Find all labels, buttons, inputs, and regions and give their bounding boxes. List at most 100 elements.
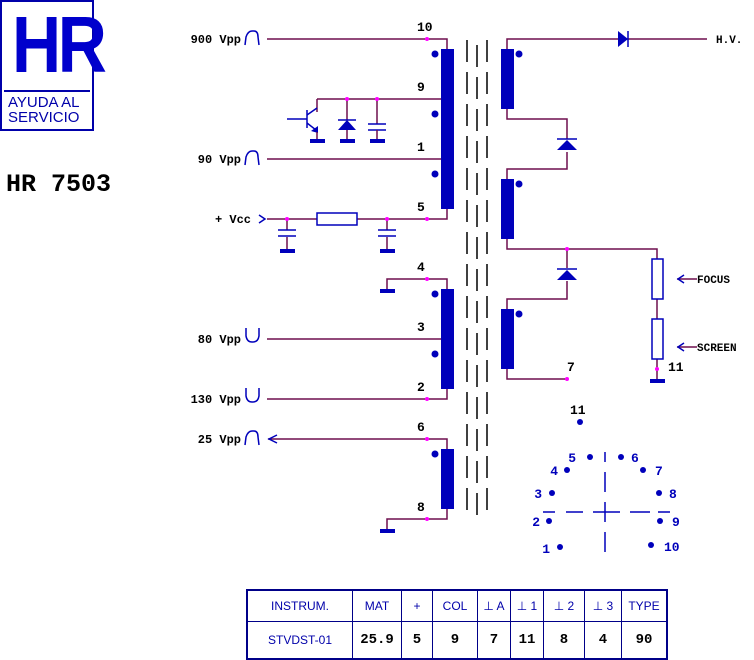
- pinout-label: 1: [542, 542, 550, 557]
- screen-potentiometer: [651, 318, 664, 360]
- input-label: 25 Vpp: [198, 433, 241, 447]
- input-label: + Vcc: [215, 213, 251, 227]
- pin-label: 9: [417, 80, 425, 95]
- value-cell: 9: [432, 621, 478, 660]
- focus-potentiometer: [651, 258, 664, 300]
- pinout-label: 11: [570, 403, 586, 418]
- wire-pin6: [268, 438, 448, 449]
- header-cell: COL: [432, 589, 478, 622]
- vcc-arrow-icon: [258, 214, 267, 224]
- diode-icon: [338, 120, 356, 130]
- windings: [431, 49, 523, 509]
- pinout-label: 6: [631, 451, 639, 466]
- primary-winding-1: [441, 49, 454, 209]
- value-cell: 8: [543, 621, 585, 660]
- value-cell: 7: [477, 621, 511, 660]
- wire-pin2: [267, 389, 448, 400]
- pinout-label: 5: [568, 451, 576, 466]
- pinout-label: 10: [664, 540, 680, 555]
- pinout-label: 8: [669, 487, 677, 502]
- spec-table-row: STVDST-01 25.9 5 9 7 11 8 4 90: [246, 621, 668, 660]
- wires: [267, 38, 707, 529]
- logo-subtitle: AYUDA AL SERVICIO: [8, 95, 79, 125]
- diode-icon: [557, 270, 577, 280]
- pinout-label: 7: [655, 464, 663, 479]
- header-cell: ⊥ 2: [543, 589, 585, 622]
- logo-mark-text: HR: [12, 0, 107, 89]
- primary-winding-2: [441, 289, 454, 389]
- model-number: HR 7503: [6, 170, 112, 199]
- pulse-up-icon: [244, 150, 260, 166]
- wire-diode-sec2: [506, 152, 568, 179]
- pin-label: 11: [668, 360, 684, 375]
- wire-pin7: [506, 369, 567, 380]
- input-labels: 900 Vpp 90 Vpp + Vcc 80 Vpp 130 Vpp 25 V…: [191, 33, 251, 447]
- waveform-icons: [244, 30, 685, 446]
- wire-pin5: [357, 209, 448, 220]
- pulse-down-icon: [245, 328, 260, 343]
- hv-diode-icon: [618, 31, 628, 47]
- junction-nodes: [285, 37, 659, 521]
- pin-label: 7: [567, 360, 575, 375]
- header-cell: ⊥ 3: [584, 589, 622, 622]
- wire-pin4: [386, 278, 448, 289]
- header-cell: +: [401, 589, 433, 622]
- wire-pin8: [386, 509, 448, 529]
- output-arrow-icon: [267, 434, 278, 444]
- capacitor-icon: [278, 229, 396, 237]
- header-cell: TYPE: [621, 589, 668, 622]
- pin-label: 6: [417, 420, 425, 435]
- pin-label: 1: [417, 140, 425, 155]
- transistor-icon: [287, 107, 318, 131]
- wire-hv: [506, 38, 707, 49]
- pinout-diagram: 11 5 4 3 2 1 6 7 8 9 10: [532, 403, 680, 557]
- pin-label: 2: [417, 380, 425, 395]
- value-cell: 4: [584, 621, 622, 660]
- header-cell: ⊥ 1: [510, 589, 544, 622]
- pulse-up-icon: [244, 30, 260, 46]
- primary-winding-3: [441, 449, 454, 509]
- logo-line-2: SERVICIO: [8, 109, 80, 126]
- secondary-winding-3: [501, 309, 514, 369]
- header-cell: INSTRUM.: [246, 589, 353, 622]
- pin-label: 10: [417, 20, 433, 35]
- pinout-label: 9: [672, 515, 680, 530]
- spec-table: INSTRUM. MAT + COL ⊥ A ⊥ 1 ⊥ 2 ⊥ 3 TYPE …: [246, 589, 668, 660]
- pin-label: 5: [417, 200, 425, 215]
- value-cell: STVDST-01: [246, 621, 353, 660]
- value-cell: 11: [510, 621, 544, 660]
- value-cell: 90: [621, 621, 668, 660]
- pulse-up-icon: [244, 430, 260, 446]
- pin-labels: 10 9 1 5 4 3 2 6 8 7 11 H.V. FOCUS SCREE…: [417, 20, 742, 515]
- pinout-label: 3: [534, 487, 542, 502]
- pulse-down-icon: [245, 388, 260, 403]
- value-cell: 25.9: [352, 621, 402, 660]
- hr-logo: HR AYUDA AL SERVICIO: [0, 0, 107, 131]
- components: [278, 31, 665, 533]
- secondary-winding-1: [501, 49, 514, 109]
- screen-label: SCREEN: [697, 343, 737, 355]
- input-label: 90 Vpp: [198, 153, 241, 167]
- pin-label: 8: [417, 500, 425, 515]
- logo-line-1: AYUDA AL: [8, 94, 80, 111]
- pin-label: 3: [417, 320, 425, 335]
- wire-sec3: [506, 281, 568, 309]
- header-cell: ⊥ A: [477, 589, 511, 622]
- diode-icon: [557, 140, 577, 150]
- wire-focus: [506, 239, 658, 259]
- input-label: 900 Vpp: [191, 33, 241, 47]
- value-cell: 5: [401, 621, 433, 660]
- logo-mark: HR: [4, 0, 107, 92]
- transformer-core: [466, 40, 488, 520]
- hv-label: H.V.: [716, 35, 742, 47]
- capacitor-icon: [368, 123, 386, 131]
- pinout-label: 2: [532, 515, 540, 530]
- input-label: 130 Vpp: [191, 393, 241, 407]
- ground-icons: [280, 139, 665, 533]
- pinout-label: 4: [550, 464, 558, 479]
- secondary-winding-2: [501, 179, 514, 239]
- screen-arrow-icon: [676, 342, 685, 352]
- wire-sec1-diode: [506, 109, 568, 139]
- input-label: 80 Vpp: [198, 333, 241, 347]
